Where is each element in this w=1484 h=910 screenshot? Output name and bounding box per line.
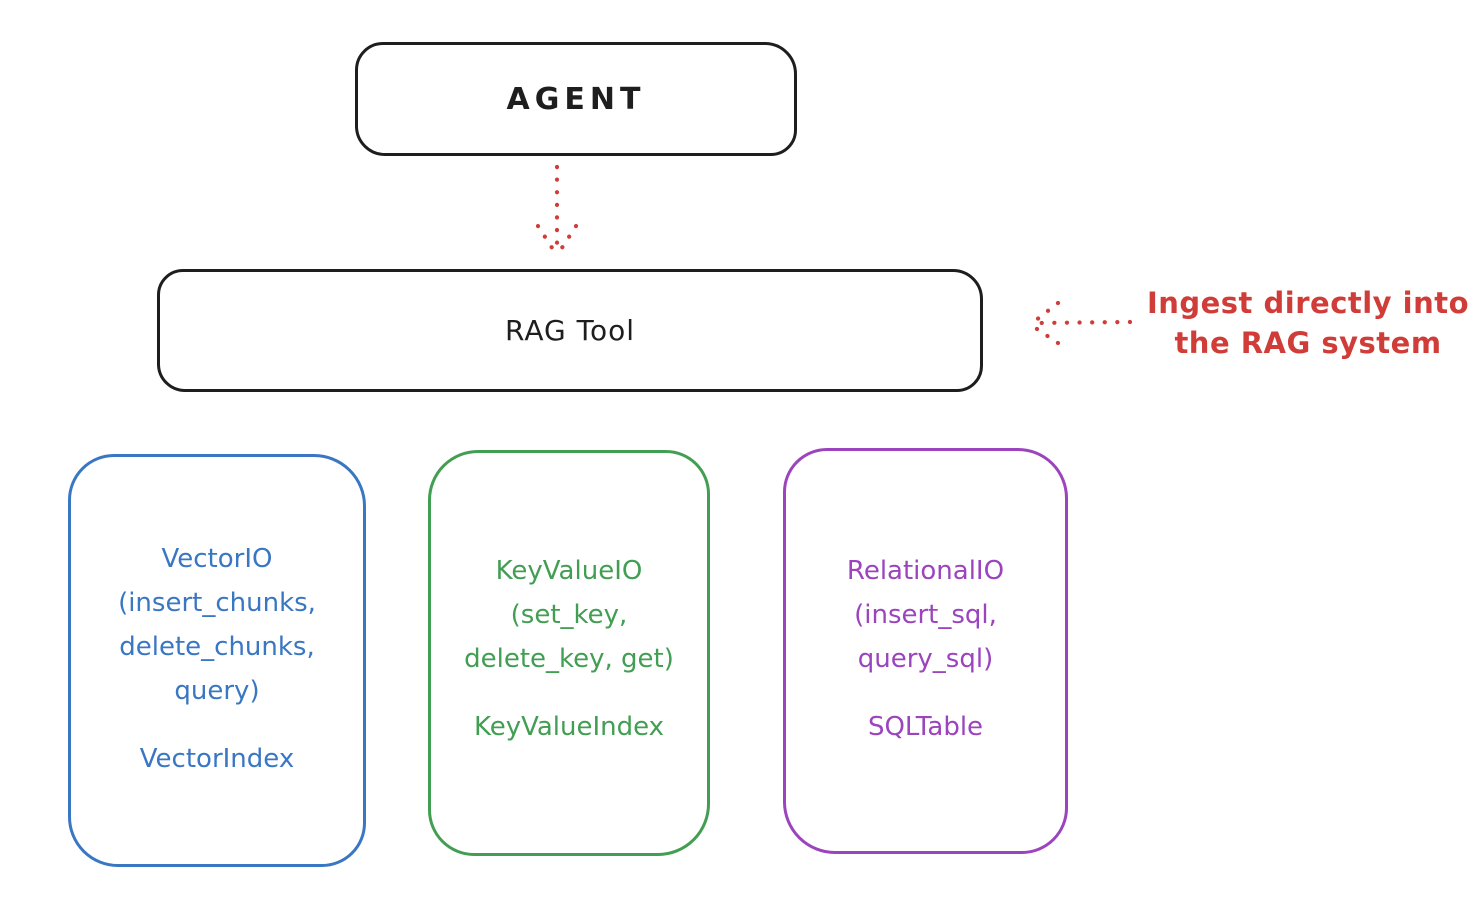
agent-node: AGENT — [355, 42, 797, 156]
relational-io-title: RelationalIO — [846, 556, 1005, 586]
vector-io-methods-line2: delete_chunks, — [119, 632, 315, 662]
key-value-io-methods-line2: delete_key, get) — [464, 644, 674, 674]
vector-io-title: VectorIO — [161, 544, 273, 574]
ingest-annotation-line1: Ingest directly into — [1146, 286, 1470, 320]
key-value-io-title: KeyValueIO — [495, 556, 643, 586]
vector-index-label: VectorIndex — [139, 744, 295, 774]
ingest-annotation: Ingest directly into the RAG system — [1138, 283, 1478, 363]
key-value-index-label: KeyValueIndex — [473, 712, 665, 742]
key-value-io-methods-line1: (set_key, — [510, 600, 628, 630]
relational-io-methods-line2: query_sql) — [857, 644, 994, 674]
agent-to-rag-tool-arrow — [535, 164, 579, 257]
rag-tool-node: RAG Tool — [157, 269, 983, 392]
relational-io-methods-line1: (insert_sql, — [854, 600, 997, 630]
ingest-annotation-arrow — [1028, 300, 1133, 346]
agent-label: AGENT — [506, 81, 646, 117]
vector-io-methods-line3: query) — [174, 676, 260, 706]
sql-table-label: SQLTable — [867, 712, 984, 742]
key-value-io-card: KeyValueIO (set_key, delete_key, get) Ke… — [428, 450, 710, 856]
relational-io-card: RelationalIO (insert_sql, query_sql) SQL… — [783, 448, 1068, 854]
ingest-annotation-line2: the RAG system — [1174, 326, 1442, 360]
vector-io-methods-line1: (insert_chunks, — [118, 588, 316, 618]
vector-io-card: VectorIO (insert_chunks, delete_chunks, … — [68, 454, 366, 867]
rag-tool-label: RAG Tool — [505, 314, 635, 347]
